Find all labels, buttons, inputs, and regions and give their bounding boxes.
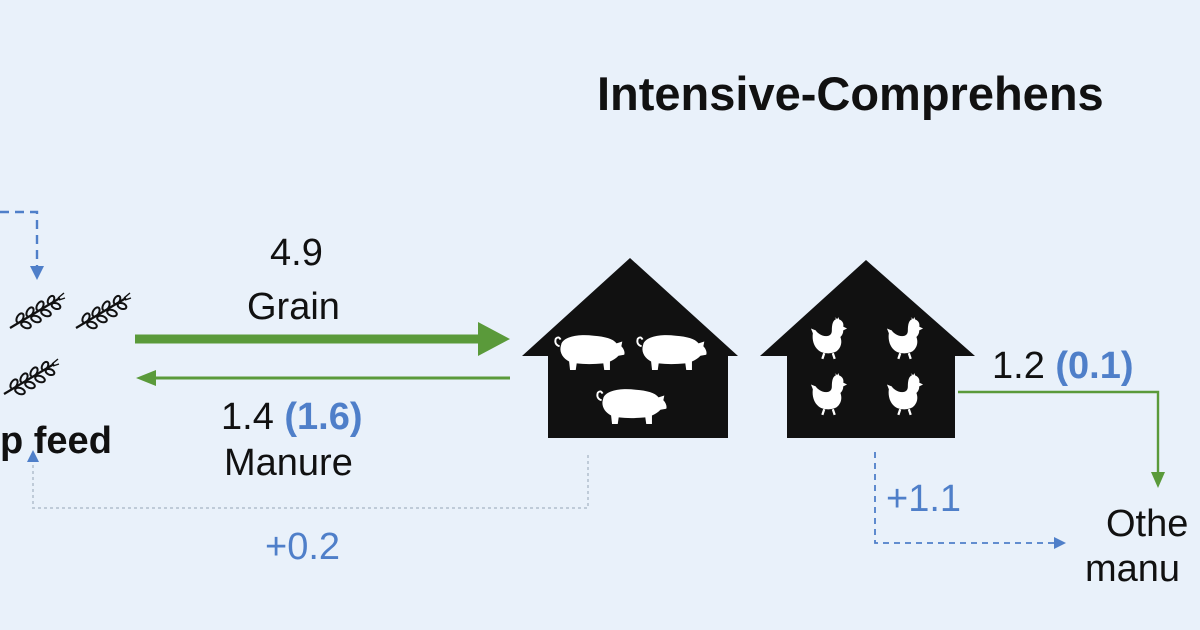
diagram-title: Intensive-Comprehens [597,67,1104,120]
wheat-icon [2,358,60,397]
grain-value: 4.9 [270,232,323,274]
grain-arrow [135,322,510,356]
crop-feed-label: p feed [0,420,112,462]
pig-return-dotted-arrow [27,450,589,509]
manure-alt-value: (1.6) [284,396,363,438]
poultry-extra-value: +1.1 [886,478,962,520]
wheat-icon [8,292,66,331]
wheat-icon [74,292,132,331]
pig-return-value: +0.2 [265,526,341,568]
manure-label: Manure [224,442,353,484]
poultry-other-value: 1.2 [992,345,1045,387]
grain-label: Grain [247,286,340,328]
barn-icon [522,258,738,438]
other-manure-label-line2: manu [1085,548,1181,590]
manure-arrow [136,370,510,386]
barn-icon [760,260,975,438]
poultry-other-alt-value: (0.1) [1055,345,1134,387]
poultry-extra-dashed-arrow [874,452,1066,549]
poultry-other-arrow [958,390,1165,488]
pig-barn [522,258,738,438]
wheat-icon-group [2,292,132,397]
poultry-barn [760,260,975,438]
manure-value: 1.4 [221,396,274,438]
other-manure-label-line1: Othe [1106,503,1189,545]
crop-input-dashed-arrow [0,210,44,280]
